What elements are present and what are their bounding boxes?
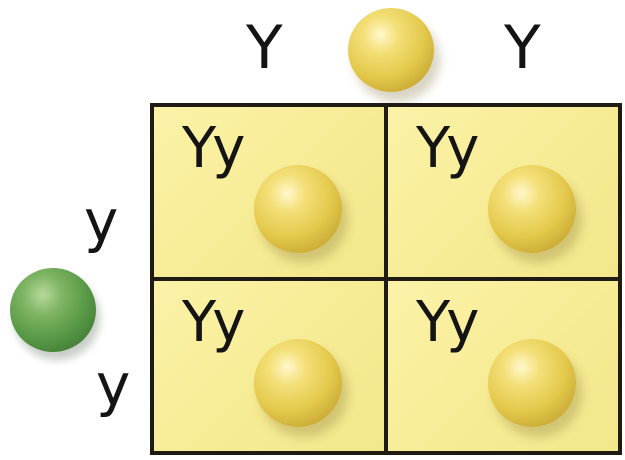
grid-divider-horizontal [154, 277, 618, 281]
side-parent-pea [10, 268, 96, 352]
offspring-pea [488, 339, 576, 427]
grid-cell: Yy [388, 107, 618, 277]
yellow-pea-icon [488, 339, 576, 427]
yellow-pea-icon [254, 165, 342, 253]
top-parent-pea [348, 8, 434, 92]
side-allele-2: y [96, 351, 131, 419]
grid-cell: Yy [154, 107, 384, 277]
offspring-pea [254, 165, 342, 253]
green-pea-icon [10, 268, 96, 352]
top-allele-1: Y [246, 13, 283, 83]
genotype-label: Yy [416, 116, 479, 181]
punnett-grid: Yy Yy Yy Yy [150, 103, 622, 455]
top-allele-2: Y [504, 13, 541, 83]
yellow-pea-icon [254, 339, 342, 427]
yellow-pea-icon [488, 165, 576, 253]
offspring-pea [254, 339, 342, 427]
genotype-label: Yy [416, 290, 479, 355]
side-allele-1: y [84, 187, 119, 255]
yellow-pea-icon [348, 8, 434, 92]
genotype-label: Yy [182, 290, 245, 355]
grid-cell: Yy [154, 281, 384, 451]
offspring-pea [488, 165, 576, 253]
genotype-label: Yy [182, 116, 245, 181]
grid-cell: Yy [388, 281, 618, 451]
